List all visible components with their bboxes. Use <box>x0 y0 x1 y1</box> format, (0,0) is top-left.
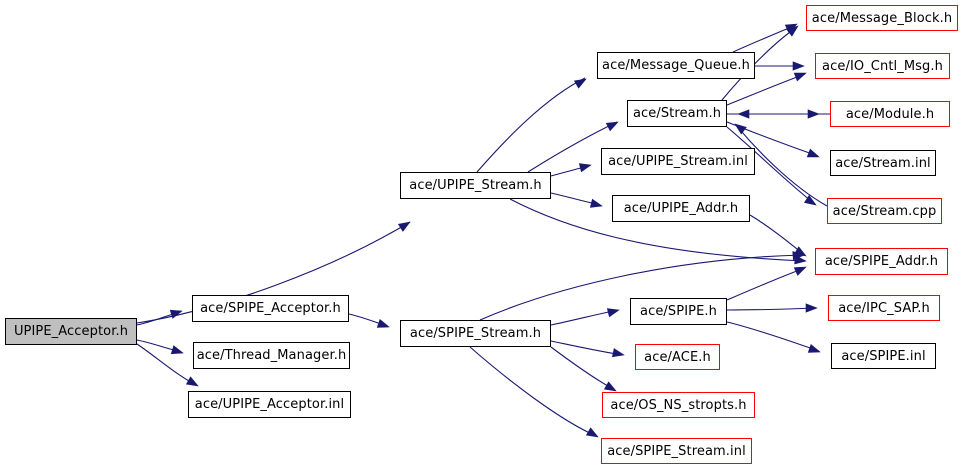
graph-node-ace-spipe-stream-inl[interactable]: ace/SPIPE_Stream.inl <box>601 438 752 464</box>
graph-node-ace-upipe-stream-inl[interactable]: ace/UPIPE_Stream.inl <box>601 148 755 175</box>
arrow-head <box>793 72 807 82</box>
node-label: ace/SPIPE_Acceptor.h <box>200 301 341 316</box>
node-label: ace/SPIPE_Stream.inl <box>607 443 746 459</box>
graph-node-ace-io-cntl-msg-h[interactable]: ace/IO_Cntl_Msg.h <box>815 53 950 79</box>
edge-n5-to-n13 <box>469 346 597 437</box>
node-label: ace/Stream.h <box>632 106 722 121</box>
arrow-head <box>185 376 199 387</box>
arrow-head <box>807 109 820 119</box>
graph-node-ace-spipe-acceptor-h[interactable]: ace/SPIPE_Acceptor.h <box>192 295 349 322</box>
arrow-head <box>793 266 807 276</box>
node-label: ace/Message_Queue.h <box>602 58 750 73</box>
graph-node-ace-stream-inl[interactable]: ace/Stream.inl <box>830 150 936 176</box>
node-label: ace/OS_NS_stropts.h <box>610 397 747 413</box>
arrow-head <box>786 25 799 37</box>
node-label: ace/SPIPE_Addr.h <box>824 254 939 269</box>
graph-node-ace-thread-manager-h[interactable]: ace/Thread_Manager.h <box>193 342 350 369</box>
graph-node-ace-upipe-stream-h[interactable]: ace/UPIPE_Stream.h <box>400 172 551 199</box>
node-label: ace/UPIPE_Addr.h <box>623 201 739 216</box>
arrow-head <box>792 61 805 71</box>
arrow-head <box>578 163 592 173</box>
arrow-head <box>806 148 820 158</box>
arrow-head <box>169 309 183 319</box>
arrow-head <box>376 318 390 328</box>
arrow-head <box>606 308 620 318</box>
edge-n0-to-n4 <box>136 221 411 324</box>
edges-group <box>136 24 830 437</box>
graph-node-ace-ipc-sap-h[interactable]: ace/IPC_SAP.h <box>828 295 940 321</box>
graph-node-ace-ace-h[interactable]: ace/ACE.h <box>635 344 720 370</box>
arrow-head <box>605 121 619 132</box>
edge-n6-to-n14 <box>732 24 797 53</box>
node-label: ace/Module.h <box>845 106 935 122</box>
node-label: ace/UPIPE_Acceptor.inl <box>194 397 345 412</box>
edge-n5-to-n19 <box>479 254 804 321</box>
arrow-head <box>585 427 599 438</box>
node-label: ace/UPIPE_Stream.h <box>409 178 542 193</box>
node-label: ace/SPIPE_Stream.h <box>409 326 542 341</box>
node-label: ace/IO_Cntl_Msg.h <box>822 58 943 74</box>
graph-node-ace-spipe-addr-h[interactable]: ace/SPIPE_Addr.h <box>815 248 948 275</box>
arrow-head <box>734 123 747 135</box>
arrow-head <box>792 251 805 261</box>
node-label: ace/SPIPE.h <box>640 304 717 319</box>
graph-node-ace-stream-cpp[interactable]: ace/Stream.cpp <box>827 198 942 224</box>
arrow-head <box>573 78 587 89</box>
arrow-head <box>170 345 184 355</box>
node-label: ace/ACE.h <box>644 349 711 365</box>
arrowheads-group <box>169 23 821 438</box>
arrow-head <box>603 381 617 392</box>
graph-node-ace-stream-h[interactable]: ace/Stream.h <box>627 100 727 127</box>
graph-node-ace-os-ns-stropts-h[interactable]: ace/OS_NS_stropts.h <box>602 392 755 418</box>
arrow-head <box>737 109 750 119</box>
arrow-head <box>807 343 821 353</box>
edge-n10-to-n20 <box>726 307 817 311</box>
arrow-head <box>589 198 603 208</box>
arrow-head <box>397 221 411 232</box>
edge-n4-to-n19 <box>509 198 806 262</box>
node-label: ace/Thread_Manager.h <box>196 348 347 363</box>
arrow-head <box>805 303 818 313</box>
graph-node-ace-spipe-h[interactable]: ace/SPIPE.h <box>630 298 727 325</box>
graph-node-upipe-acceptor-h[interactable]: UPIPE_Acceptor.h <box>5 318 137 345</box>
edge-n4-to-n6 <box>476 77 586 173</box>
arrow-head <box>611 348 625 358</box>
node-label: ace/UPIPE_Stream.inl <box>608 154 748 169</box>
graph-node-ace-upipe-acceptor-inl[interactable]: ace/UPIPE_Acceptor.inl <box>188 391 351 418</box>
node-label: ace/Stream.inl <box>835 155 931 171</box>
node-label: UPIPE_Acceptor.h <box>13 324 129 339</box>
edge-n7-to-n18 <box>726 126 816 205</box>
edge-n5-to-n12 <box>550 346 616 391</box>
arrow-head <box>803 194 817 206</box>
node-label: ace/Message_Block.h <box>811 10 953 26</box>
graph-node-ace-module-h[interactable]: ace/Module.h <box>830 101 950 127</box>
graph-node-ace-upipe-addr-h[interactable]: ace/UPIPE_Addr.h <box>612 195 750 222</box>
graph-node-ace-spipe-inl[interactable]: ace/SPIPE.inl <box>831 343 936 369</box>
graph-node-ace-spipe-stream-h[interactable]: ace/SPIPE_Stream.h <box>400 320 551 347</box>
node-label: ace/Stream.cpp <box>832 203 937 219</box>
edge-n10-to-n21 <box>726 321 820 352</box>
edge-n18-to-n7 <box>735 124 828 207</box>
edge-n9-to-n19 <box>749 214 806 256</box>
node-label: ace/SPIPE.inl <box>841 348 926 364</box>
node-label: ace/IPC_SAP.h <box>838 300 930 316</box>
graph-node-ace-message-queue-h[interactable]: ace/Message_Queue.h <box>597 52 755 79</box>
edge-n5-to-n11 <box>550 340 624 356</box>
edge-n10-to-n19 <box>726 267 806 301</box>
graph-node-ace-message-block-h[interactable]: ace/Message_Block.h <box>806 5 958 31</box>
edge-n0-to-n3 <box>136 343 197 386</box>
